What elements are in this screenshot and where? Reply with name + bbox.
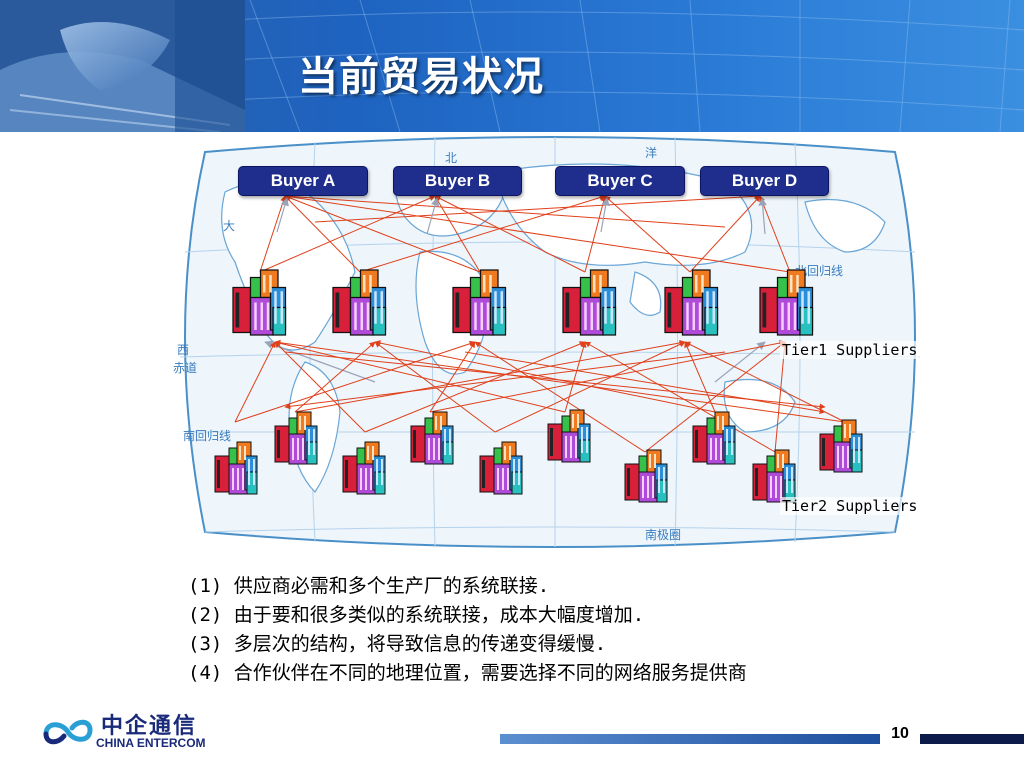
logo-name-en: CHINA ENTERCOM	[96, 736, 206, 750]
china-entercom-logo: 中企通信 CHINA ENTERCOM	[38, 708, 238, 758]
footer-bar-right	[920, 734, 1024, 744]
tier1-to-buyer-arrows	[259, 193, 791, 273]
supply-network-diagram: 北 洋 北回归线 赤道 南回归线 南极圈 西 大	[173, 136, 921, 548]
map-label-big: 大	[223, 219, 235, 233]
map-label-antarctic: 南极圈	[645, 527, 681, 542]
buyer-b-box: Buyer B	[393, 166, 522, 196]
map-label-north: 北	[445, 151, 457, 165]
buyer-a-box: Buyer A	[238, 166, 368, 196]
map-label-ocean: 洋	[645, 145, 657, 160]
issues-list: (1) 供应商必需和多个生产厂的系统联接. (2) 由于要和很多类似的系统联接，…	[188, 572, 747, 688]
map-label-tropic-north: 北回归线	[795, 264, 843, 278]
buyer-c-box: Buyer C	[555, 166, 685, 196]
footer-bar	[500, 734, 880, 744]
issue-item: (2) 由于要和很多类似的系统联接，成本大幅度增加.	[188, 604, 645, 626]
gray-arrows	[264, 197, 767, 383]
infinity-logo-icon	[43, 719, 93, 745]
map-label-equator: 赤道	[173, 361, 197, 375]
tier2-suppliers-label: Tier2 Suppliers	[780, 497, 920, 515]
logo-name-cn: 中企通信	[101, 714, 198, 739]
header-banner: 当前贸易状况	[0, 0, 1024, 132]
tier2-to-tier1-arrows	[234, 339, 846, 453]
map-label-tropic-south: 南回归线	[183, 428, 231, 443]
issue-item: (3) 多层次的结构，将导致信息的传递变得缓慢.	[188, 633, 607, 655]
slide-title: 当前贸易状况	[298, 54, 544, 100]
tier1-suppliers-label: Tier1 Suppliers	[780, 341, 920, 359]
map-label-west: 西	[177, 343, 189, 357]
page-number: 10	[891, 725, 909, 742]
header-grid-decoration	[0, 0, 1024, 132]
issue-item: (1) 供应商必需和多个生产厂的系统联接.	[188, 575, 550, 597]
keyboard-hand-image	[0, 0, 245, 132]
issue-item: (4) 合作伙伴在不同的地理位置，需要选择不同的网络服务提供商	[188, 662, 747, 684]
buyer-d-box: Buyer D	[700, 166, 829, 196]
